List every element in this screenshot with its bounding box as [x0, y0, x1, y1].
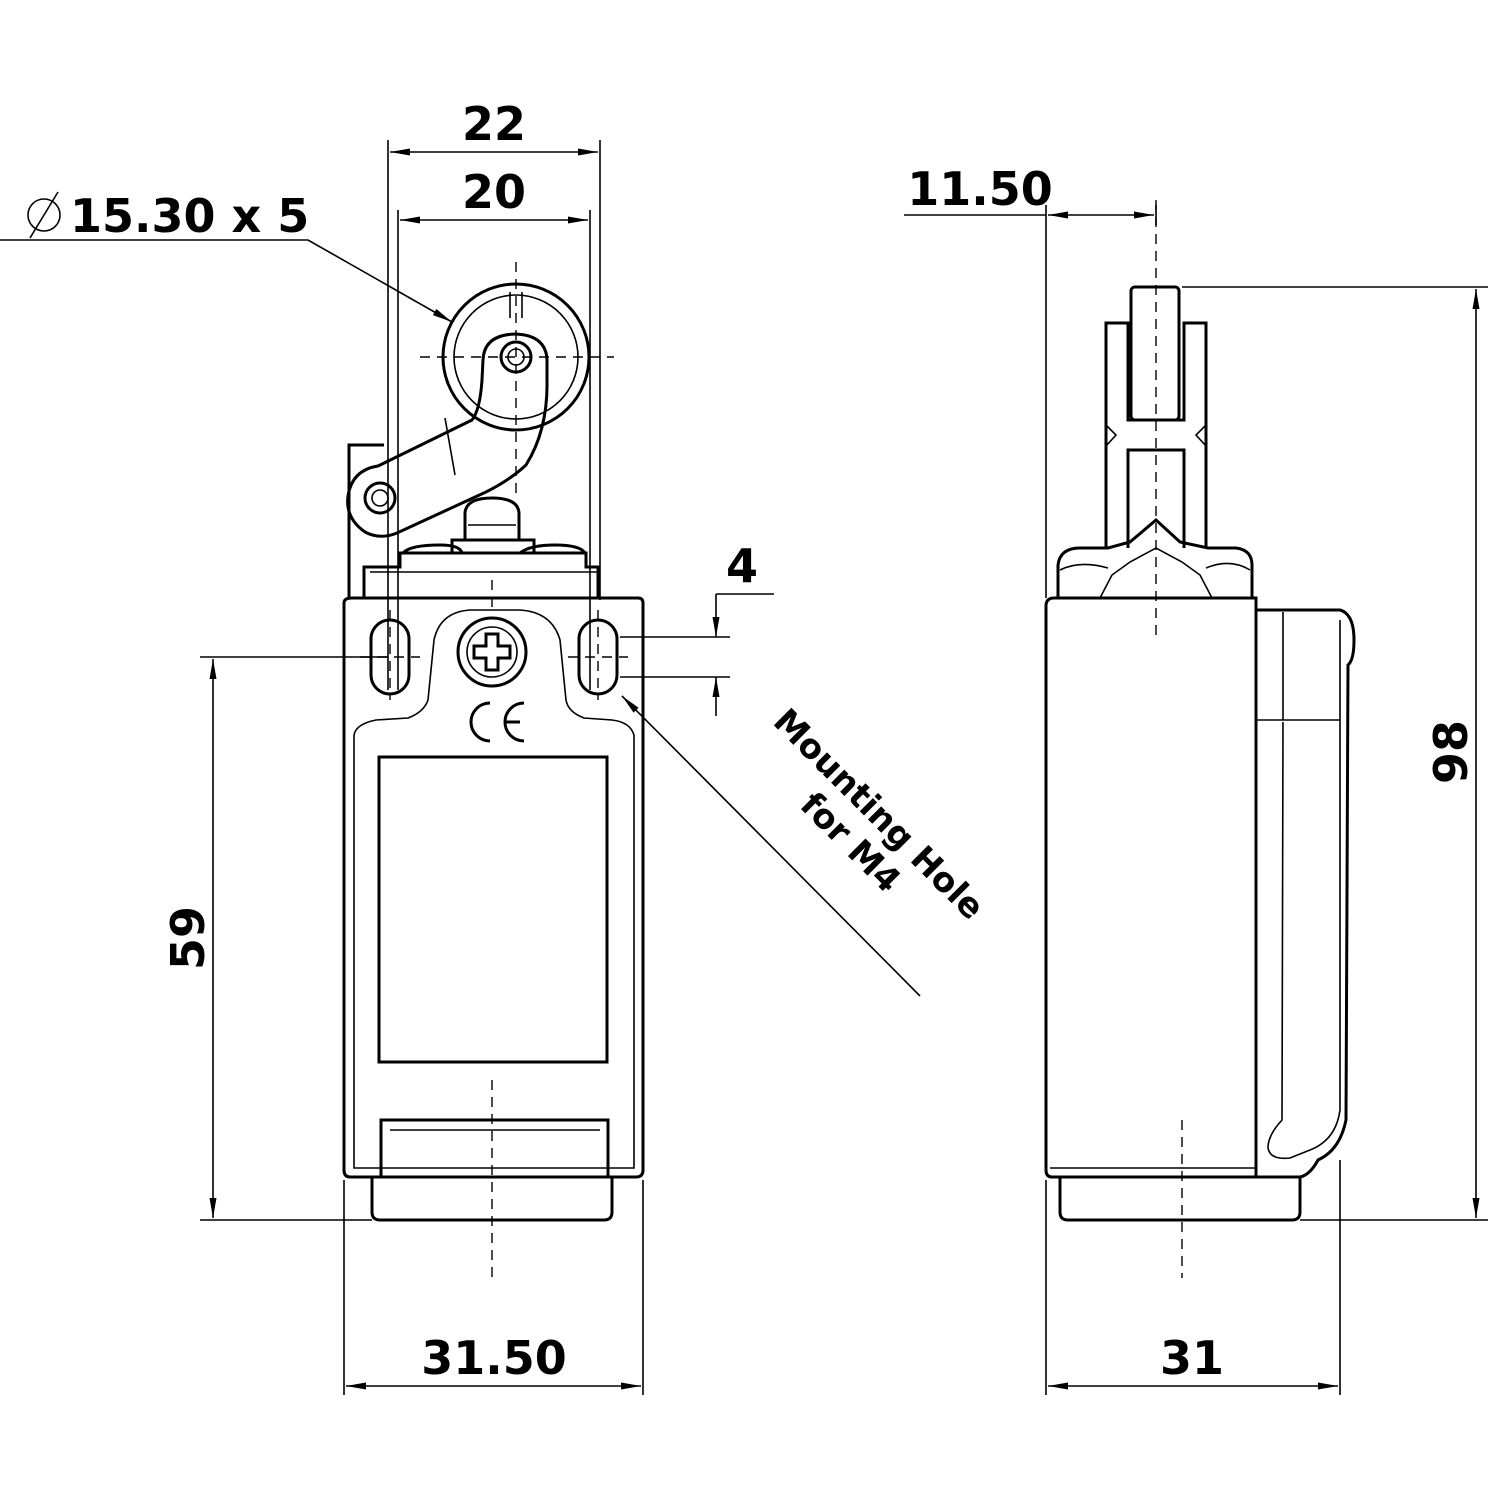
mounting-hole-leader: [621, 695, 921, 997]
front-body-inner: [353, 609, 635, 1169]
front-recess: [379, 1118, 610, 1177]
ce-mark-icon: [469, 701, 525, 743]
dim-side-width: 31: [1160, 1331, 1224, 1385]
plunger: [450, 496, 536, 553]
front-body-outline: [342, 596, 645, 1179]
side-dimensions: 11.50 98 31: [904, 162, 1488, 1395]
dim-overall-lever-width: 22: [462, 97, 526, 151]
side-roller: [1129, 285, 1181, 422]
dim-roller-diameter: 15.30 x 5: [70, 189, 309, 243]
lever-arm: [346, 332, 549, 538]
diameter-leader: [0, 239, 453, 323]
cover-screw-icon: [456, 616, 528, 688]
side-cover-inner: [1256, 612, 1341, 1160]
front-head-bumps: [401, 543, 587, 555]
dim-slot-height: 4: [726, 539, 758, 593]
lever-edge-line: [444, 417, 456, 476]
dim-side-offset: 11.50: [907, 162, 1053, 216]
front-view: CE: [342, 262, 645, 1278]
diameter-icon: [27, 191, 61, 239]
side-body-outline: [1044, 596, 1258, 1179]
side-view: [1044, 200, 1356, 1278]
label-window: [377, 755, 609, 1064]
dim-overall-height: 98: [1424, 720, 1478, 784]
side-stem-inner: [1126, 448, 1186, 548]
dim-mount-height: 59: [161, 906, 215, 970]
side-stem-notch-right: [1194, 424, 1207, 447]
lever-pivot-hole: [363, 481, 397, 515]
side-stem-notch-left: [1105, 424, 1118, 447]
side-head: [1056, 518, 1254, 598]
front-head-tab: [347, 443, 384, 598]
mounting-hole-note: Mounting Hole for M4: [765, 701, 992, 928]
side-head-bumps: [1059, 547, 1251, 599]
front-head: [362, 551, 600, 598]
dim-roller-width-span: 20: [462, 165, 526, 219]
lever-pivot-inner: [371, 489, 389, 507]
side-cover: [1256, 608, 1356, 1179]
side-base: [1058, 1177, 1302, 1222]
front-dimensions: 22 20 15.30 x 5 4 Mounting Hole for M4 5…: [0, 97, 992, 1395]
dim-front-width: 31.50: [421, 1331, 567, 1385]
